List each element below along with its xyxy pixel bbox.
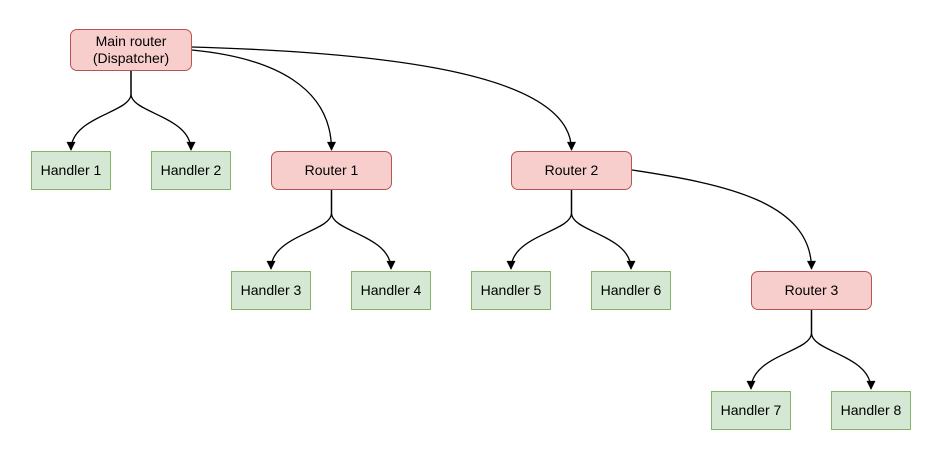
node-label: Main router (Dispatcher) <box>92 33 170 66</box>
edge-router-2-to-router-3 <box>631 169 816 270</box>
node-label: Handler 4 <box>360 282 422 299</box>
edge-main-router-to-router-1 <box>191 49 336 151</box>
node-label: Handler 5 <box>480 282 542 299</box>
node-label: Handler 7 <box>720 402 782 419</box>
node-router-2: Router 2 <box>511 151 632 190</box>
node-label: Handler 1 <box>40 162 102 179</box>
edge-main-router-to-router-2 <box>191 46 576 151</box>
edge-main-router-to-handler-2 <box>130 71 196 151</box>
node-label: Handler 6 <box>600 282 662 299</box>
edge-router-1-to-handler-3 <box>266 190 333 270</box>
node-handler-5: Handler 5 <box>471 271 551 310</box>
edge-router-3-to-handler-7 <box>746 310 813 390</box>
node-label: Handler 2 <box>160 162 222 179</box>
edge-router-2-to-handler-6 <box>570 190 636 270</box>
node-handler-8: Handler 8 <box>831 391 911 430</box>
node-label: Router 2 <box>544 162 599 179</box>
node-label: Router 3 <box>784 282 839 299</box>
node-handler-1: Handler 1 <box>31 151 111 190</box>
edge-router-3-to-handler-8 <box>810 310 876 390</box>
node-handler-4: Handler 4 <box>351 271 431 310</box>
edge-main-router-to-handler-1 <box>66 71 132 151</box>
node-label: Handler 8 <box>840 402 902 419</box>
node-handler-6: Handler 6 <box>591 271 671 310</box>
node-router-1: Router 1 <box>271 151 392 190</box>
edge-router-1-to-handler-4 <box>330 190 396 270</box>
node-handler-7: Handler 7 <box>711 391 791 430</box>
node-label: Router 1 <box>304 162 359 179</box>
node-handler-2: Handler 2 <box>151 151 231 190</box>
node-label: Handler 3 <box>240 282 302 299</box>
edge-router-2-to-handler-5 <box>506 190 573 270</box>
node-handler-3: Handler 3 <box>231 271 311 310</box>
node-main-router: Main router (Dispatcher) <box>70 29 192 71</box>
node-router-3: Router 3 <box>751 271 872 310</box>
